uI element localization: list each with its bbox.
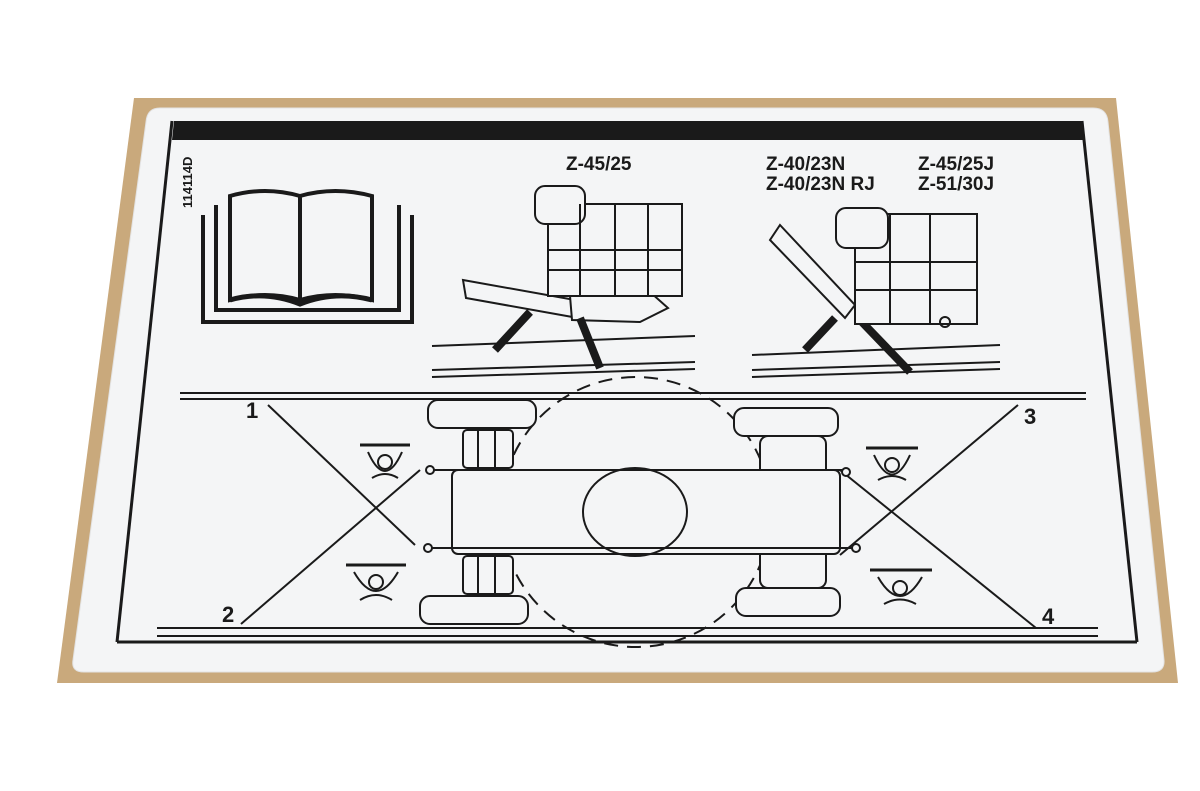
- frame-right: [1080, 120, 1139, 643]
- tie-down-anchor-icon: [346, 443, 932, 605]
- jib-platform-icon: [751, 207, 1001, 378]
- model-z45-25j: Z-45/25J: [918, 154, 994, 175]
- tie-down-number-1: 1: [246, 398, 258, 423]
- frame-left: [115, 120, 174, 643]
- machine-top-view-icon: [240, 376, 1037, 648]
- tie-down-number-3: 3: [1024, 404, 1036, 429]
- platform-boom-icon: [431, 185, 696, 378]
- model-z45-25: Z-45/25: [566, 154, 632, 175]
- top-border-bar: [172, 121, 1084, 140]
- model-z40-23n: Z-40/23N: [766, 154, 845, 175]
- tie-down-number-2: 2: [222, 602, 234, 627]
- model-z51-30j: Z-51/30J: [918, 174, 994, 195]
- manual-book-icon: [201, 189, 414, 324]
- part-number: 114114D: [180, 157, 195, 208]
- tie-down-number-4: 4: [1042, 604, 1055, 629]
- model-z40-23n-rj: Z-40/23N RJ: [766, 174, 875, 195]
